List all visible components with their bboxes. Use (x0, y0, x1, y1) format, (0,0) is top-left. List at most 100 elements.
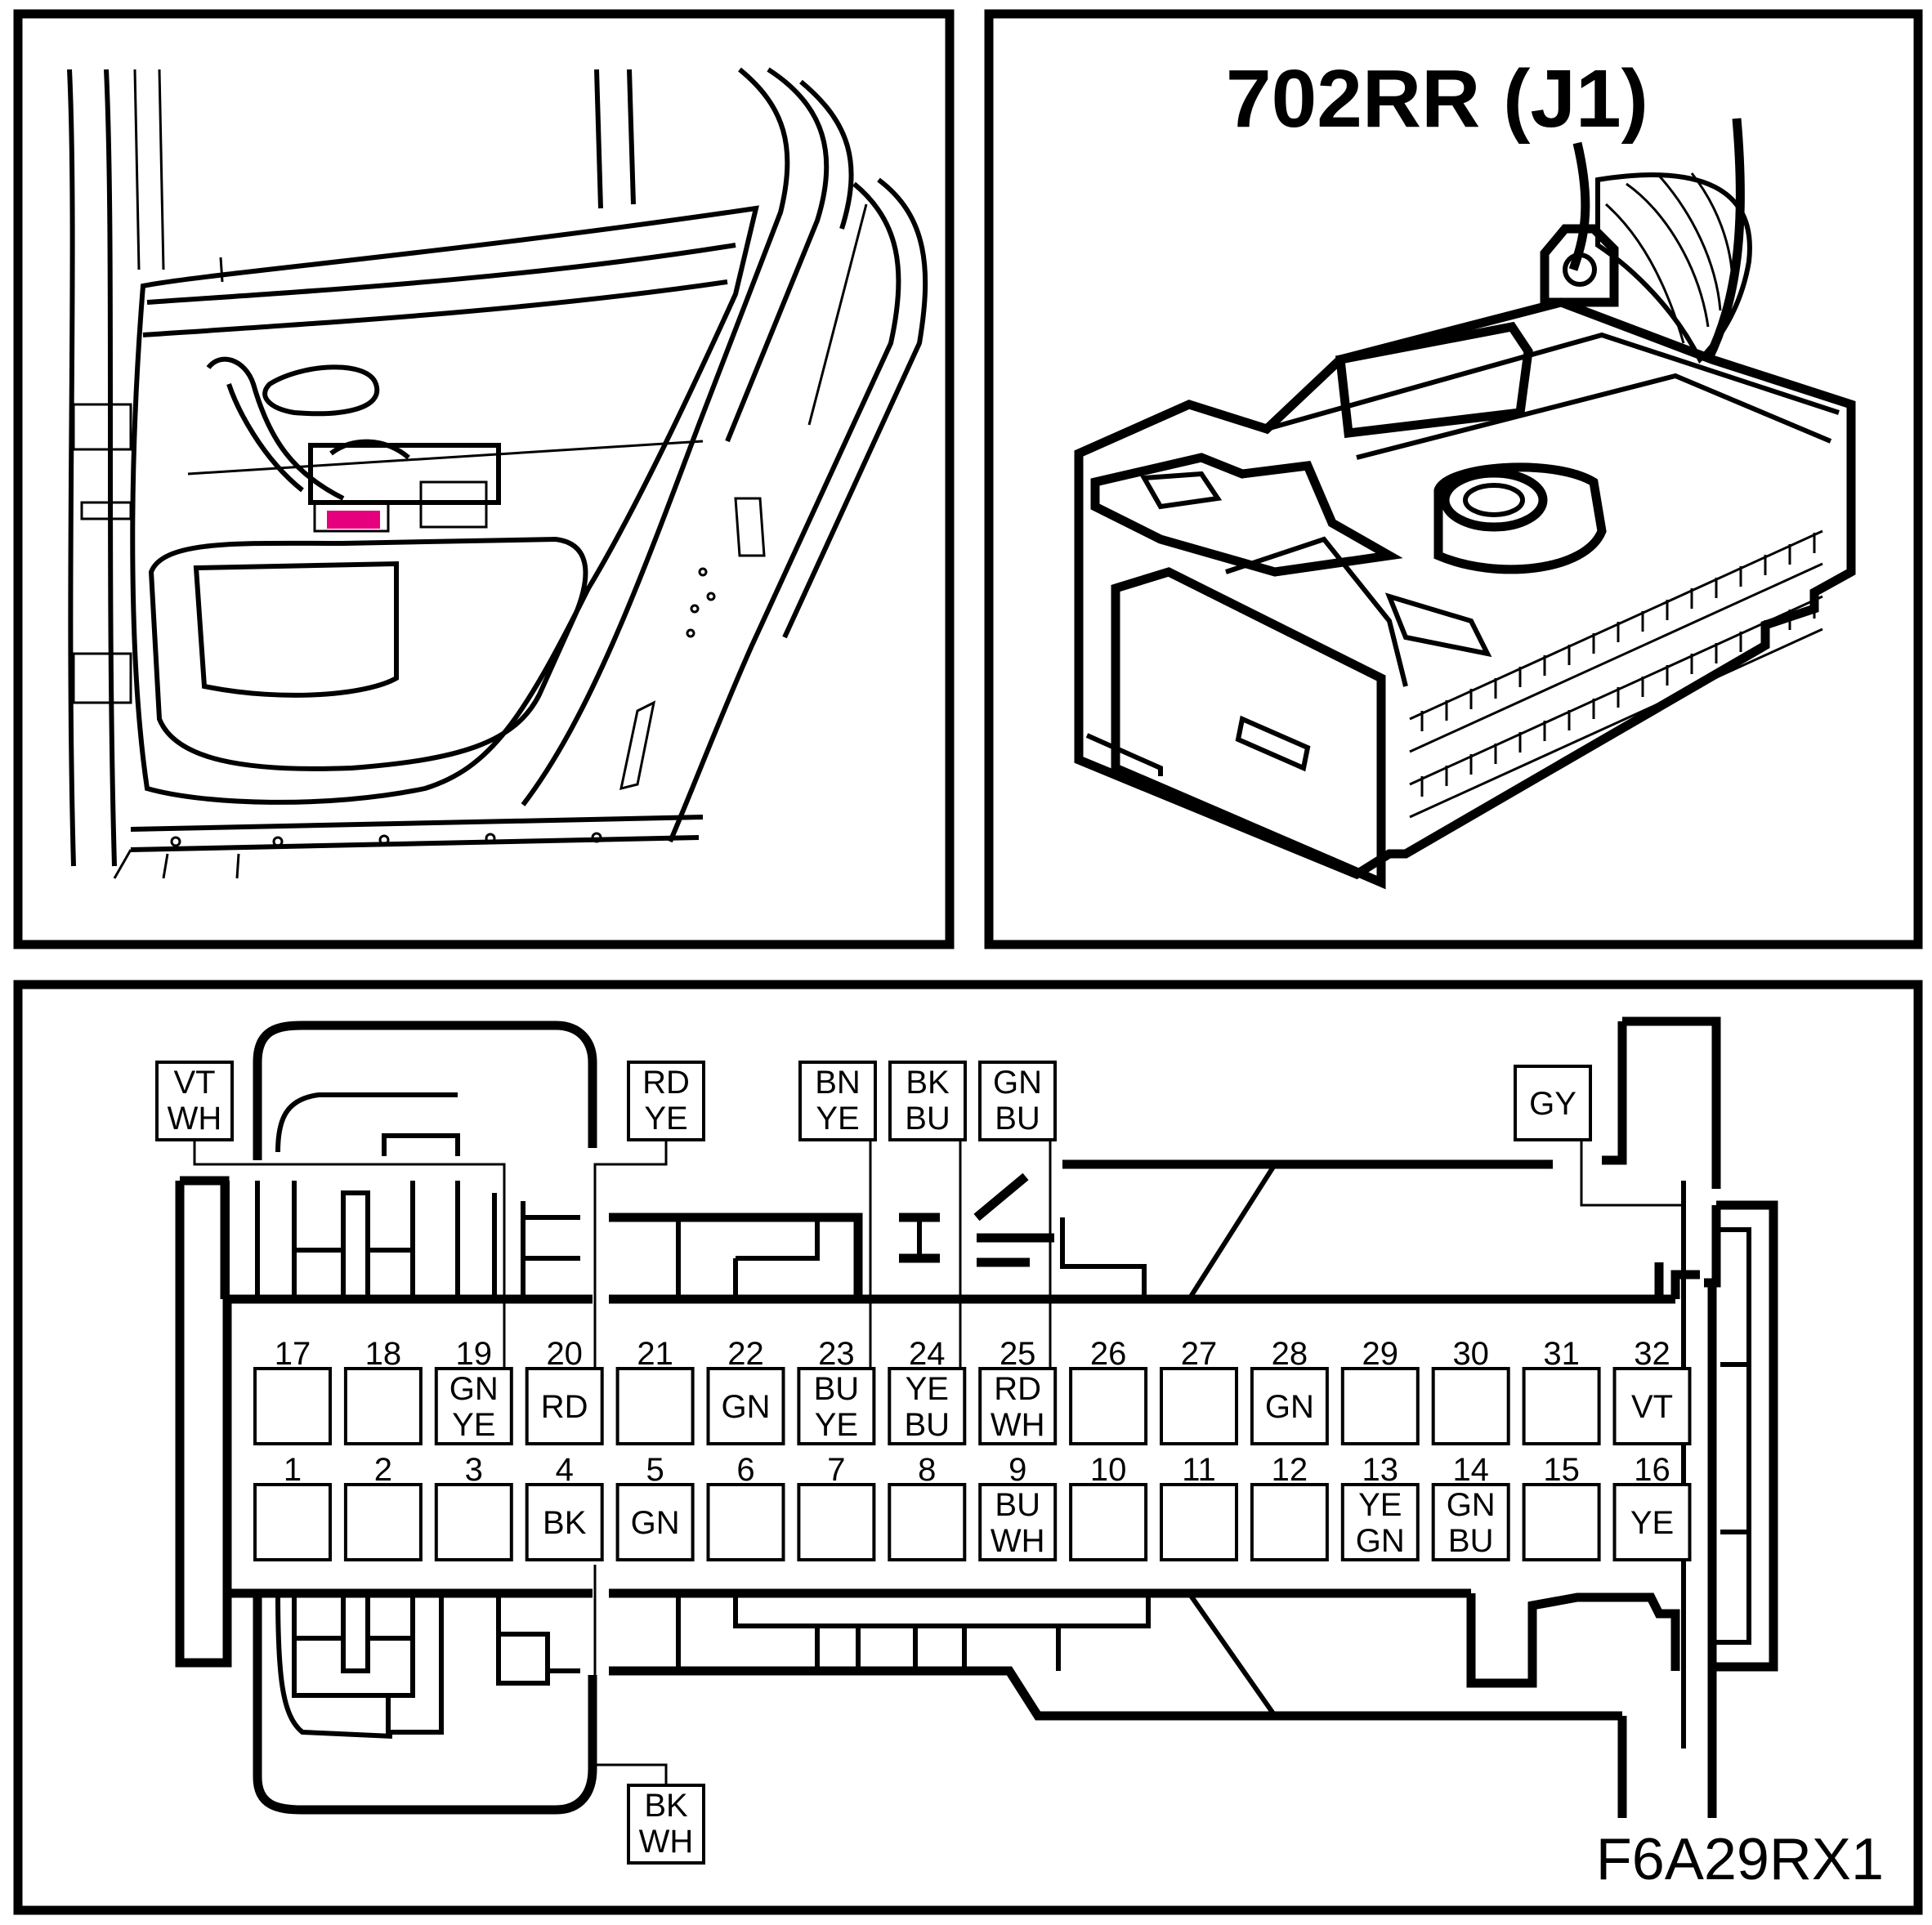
callout-text: BN (815, 1065, 861, 1101)
pin-cavity (1612, 1367, 1692, 1445)
pin-number: 22 (727, 1336, 764, 1372)
pin-cavity (615, 1367, 695, 1445)
wire-color-label: YE (1630, 1505, 1674, 1541)
callout-gy: GY (1514, 1065, 1592, 1141)
wire-color-label: GN (1265, 1389, 1314, 1425)
pin-number: 12 (1272, 1452, 1308, 1488)
connector-title: 702RR (J1) (1226, 53, 1648, 145)
callout-text: RD (642, 1065, 690, 1101)
pin-26: 26 (1069, 1336, 1148, 1445)
wire-color-label: YE (906, 1371, 949, 1407)
pin-cavity (615, 1483, 695, 1561)
pin-number: 8 (918, 1452, 936, 1488)
pin-number: 20 (546, 1336, 583, 1372)
pin-cavity (1612, 1483, 1692, 1561)
callout-text: WH (168, 1101, 222, 1137)
wire-color-label: BU (814, 1371, 860, 1407)
pin-3: 3 (434, 1452, 513, 1561)
pin-cavity (888, 1367, 967, 1445)
connector-panel-frame (984, 9, 1923, 949)
pin-number: 15 (1543, 1452, 1580, 1488)
pin-number: 4 (556, 1452, 574, 1488)
pin-number: 6 (736, 1452, 754, 1488)
pin-5: 5GN (615, 1452, 695, 1561)
pin-cavity (1250, 1483, 1329, 1561)
wire-color-label: GN (1356, 1523, 1405, 1559)
pin-7: 7 (797, 1452, 876, 1561)
wire-color-label: GN (1447, 1487, 1496, 1523)
pin-number: 19 (456, 1336, 493, 1372)
pin-cavity (797, 1483, 876, 1561)
callout-text: BK (644, 1788, 688, 1824)
wire-color-label: RD (541, 1389, 588, 1425)
pinout-face-view (175, 1016, 1778, 1818)
callout-text: BU (995, 1101, 1040, 1137)
pin-cavity (1069, 1367, 1148, 1445)
rear-door-illustration (67, 67, 928, 879)
pin-6: 6 (706, 1452, 785, 1561)
callout-text: BU (905, 1101, 950, 1137)
pin-cavity (1160, 1367, 1238, 1445)
pin-cavity (1160, 1483, 1238, 1561)
callout-text: GY (1529, 1086, 1576, 1122)
pin-number: 17 (275, 1336, 311, 1372)
pin-27: 27 (1160, 1336, 1238, 1445)
wire-color-label: GN (631, 1505, 680, 1541)
connector-location-highlight (327, 511, 380, 529)
wire-color-label: BK (543, 1505, 587, 1541)
pin-number: 5 (646, 1452, 664, 1488)
wire-color-label: YE (815, 1407, 858, 1443)
wire-color-label: YE (1358, 1487, 1402, 1523)
callout-text: YE (644, 1101, 687, 1137)
pin-1: 1 (253, 1452, 332, 1561)
pin-cavity (343, 1483, 423, 1561)
pin-number: 29 (1362, 1336, 1399, 1372)
pin-31: 31 (1522, 1336, 1601, 1445)
figure-code: F6A29RX1 (1596, 1827, 1884, 1892)
pin-number: 1 (284, 1452, 302, 1488)
pin-15: 15 (1522, 1452, 1601, 1561)
pin-number: 11 (1182, 1452, 1216, 1488)
callout-text: GN (993, 1065, 1042, 1101)
pin-30: 30 (1431, 1336, 1510, 1445)
pin-cavity (888, 1483, 967, 1561)
pin-10: 10 (1069, 1452, 1148, 1561)
pin-number: 32 (1634, 1336, 1670, 1372)
connector-3d-illustration (1074, 118, 1856, 890)
pin-cavity (1069, 1483, 1148, 1561)
pin-21: 21 (615, 1336, 695, 1445)
pin-number: 18 (365, 1336, 402, 1372)
pin-cavity (525, 1483, 604, 1561)
pin-number: 25 (1000, 1336, 1036, 1372)
pin-number: 31 (1543, 1336, 1580, 1372)
wire-color-label: BU (1448, 1523, 1494, 1559)
wire-color-label: WH (991, 1523, 1045, 1559)
pin-29: 29 (1340, 1336, 1420, 1445)
pin-cavity (525, 1367, 604, 1445)
pin-number: 26 (1090, 1336, 1127, 1372)
pin-number: 28 (1272, 1336, 1308, 1372)
wire-color-label: VT (1631, 1389, 1673, 1425)
pin-cavity (1522, 1483, 1601, 1561)
pin-number: 24 (909, 1336, 946, 1372)
wire-color-label: WH (991, 1407, 1045, 1443)
wire-color-label: GN (722, 1389, 771, 1425)
pin-number: 23 (818, 1336, 855, 1372)
pin-cavity (706, 1367, 785, 1445)
pin-number: 14 (1452, 1452, 1489, 1488)
pin-number: 27 (1181, 1336, 1218, 1372)
